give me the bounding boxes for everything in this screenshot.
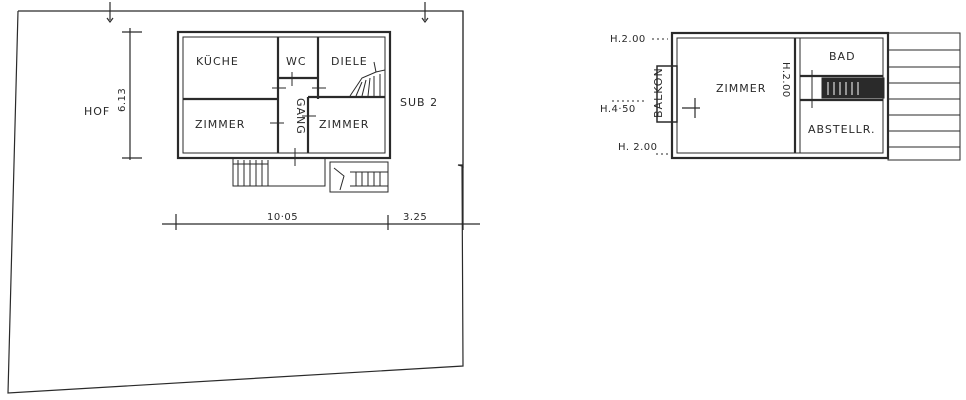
site-boundary (7, 10, 464, 394)
height-label-bottom: H. 2.00 (618, 142, 657, 153)
ground-floor-walls (176, 30, 392, 160)
room-label-gang: GANG (294, 98, 307, 135)
room-label-balkon: BALKON (652, 67, 665, 118)
dimension-extension: 3.25 (403, 212, 427, 223)
room-label-diele: DIELE (331, 55, 368, 68)
dimension-width: 10·05 (267, 212, 298, 223)
room-label-abstellraum: ABSTELLR. (808, 123, 876, 136)
balcony-outline (656, 65, 678, 123)
room-label-wc: WC (286, 55, 307, 68)
stair-diele (349, 61, 386, 97)
dimension-depth: 6.13 (117, 88, 128, 112)
yard-label-hof: HOF (84, 105, 110, 118)
room-label-zimmer-left: ZIMMER (195, 118, 245, 131)
room-label-kueche: KÜCHE (196, 55, 239, 68)
stair-upper (811, 70, 885, 108)
entry-stairs (232, 157, 389, 193)
room-label-zimmer-right: ZIMMER (319, 118, 369, 131)
neighbor-label-sub2: SUB 2 (400, 96, 438, 109)
roof-hatch (887, 32, 961, 161)
room-label-bad: BAD (829, 50, 856, 63)
height-label-middle: H.4·50 (600, 104, 636, 115)
room-label-zimmer-upper: ZIMMER (716, 82, 766, 95)
height-label-top: H.2.00 (610, 34, 646, 45)
height-label-ridge: H.2.00 (780, 62, 791, 98)
